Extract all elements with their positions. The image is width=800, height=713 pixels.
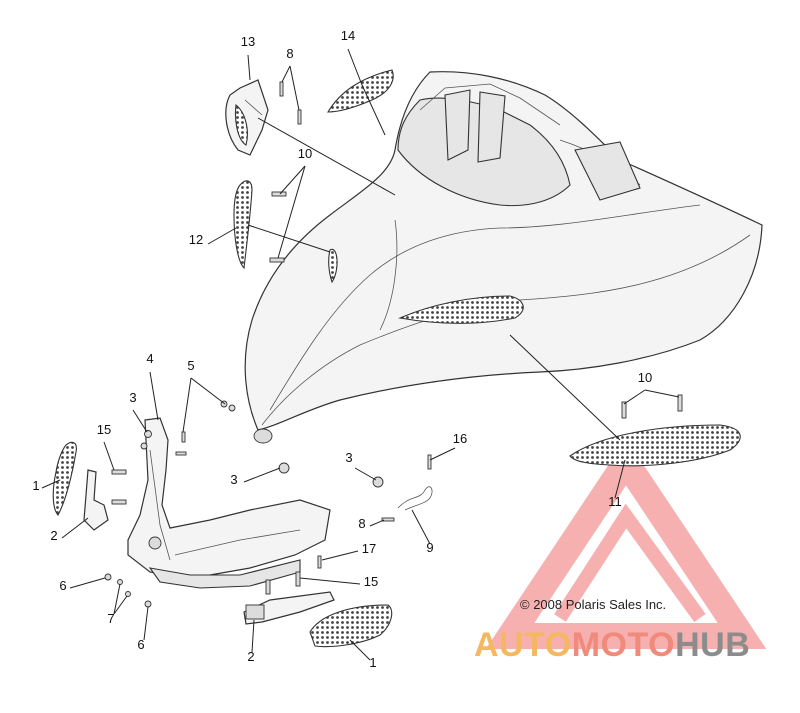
callout-15: 15 xyxy=(97,422,111,437)
fasteners xyxy=(104,81,683,608)
callout-5: 5 xyxy=(187,358,194,373)
callout-2: 2 xyxy=(50,528,57,543)
callout-13: 13 xyxy=(241,34,255,49)
part-12 xyxy=(233,180,253,270)
callout-7: 7 xyxy=(107,611,114,626)
callout-1: 1 xyxy=(32,478,39,493)
callout-10: 10 xyxy=(638,370,652,385)
callout-2: 2 xyxy=(247,649,254,664)
callout-3: 3 xyxy=(230,472,237,487)
part-9-wire xyxy=(397,486,433,511)
callout-6: 6 xyxy=(59,578,66,593)
watermark-part-3: HUB xyxy=(675,626,751,664)
callout-3: 3 xyxy=(345,450,352,465)
watermark-part-1: AUTO xyxy=(474,626,572,664)
callout-14: 14 xyxy=(341,28,355,43)
part-2-left xyxy=(83,469,109,531)
callout-17: 17 xyxy=(362,541,376,556)
watermark-brand: AUTOMOTOHUB xyxy=(474,626,750,665)
callout-11: 11 xyxy=(608,494,622,509)
watermark-part-2: MOTO xyxy=(571,626,676,664)
part-14 xyxy=(327,69,394,113)
part-2-lower xyxy=(243,591,335,625)
part-4-bumper xyxy=(127,417,331,589)
watermark-triangle xyxy=(485,438,767,649)
callout-15: 15 xyxy=(364,574,378,589)
callout-4: 4 xyxy=(146,351,153,366)
hood-assembly xyxy=(244,71,763,444)
callout-3: 3 xyxy=(129,390,136,405)
callout-12: 12 xyxy=(189,232,203,247)
callout-8: 8 xyxy=(286,46,293,61)
part-13 xyxy=(225,79,269,156)
callout-8: 8 xyxy=(358,516,365,531)
callout-9: 9 xyxy=(426,540,433,555)
part-11 xyxy=(569,424,741,467)
part-1-left xyxy=(52,441,77,516)
leader-lines xyxy=(41,48,680,661)
callout-1: 1 xyxy=(369,655,376,670)
callout-10: 10 xyxy=(298,146,312,161)
callout-16: 16 xyxy=(453,431,467,446)
copyright-text: © 2008 Polaris Sales Inc. xyxy=(520,597,667,612)
part-1-lower xyxy=(309,604,393,648)
callout-6: 6 xyxy=(137,637,144,652)
